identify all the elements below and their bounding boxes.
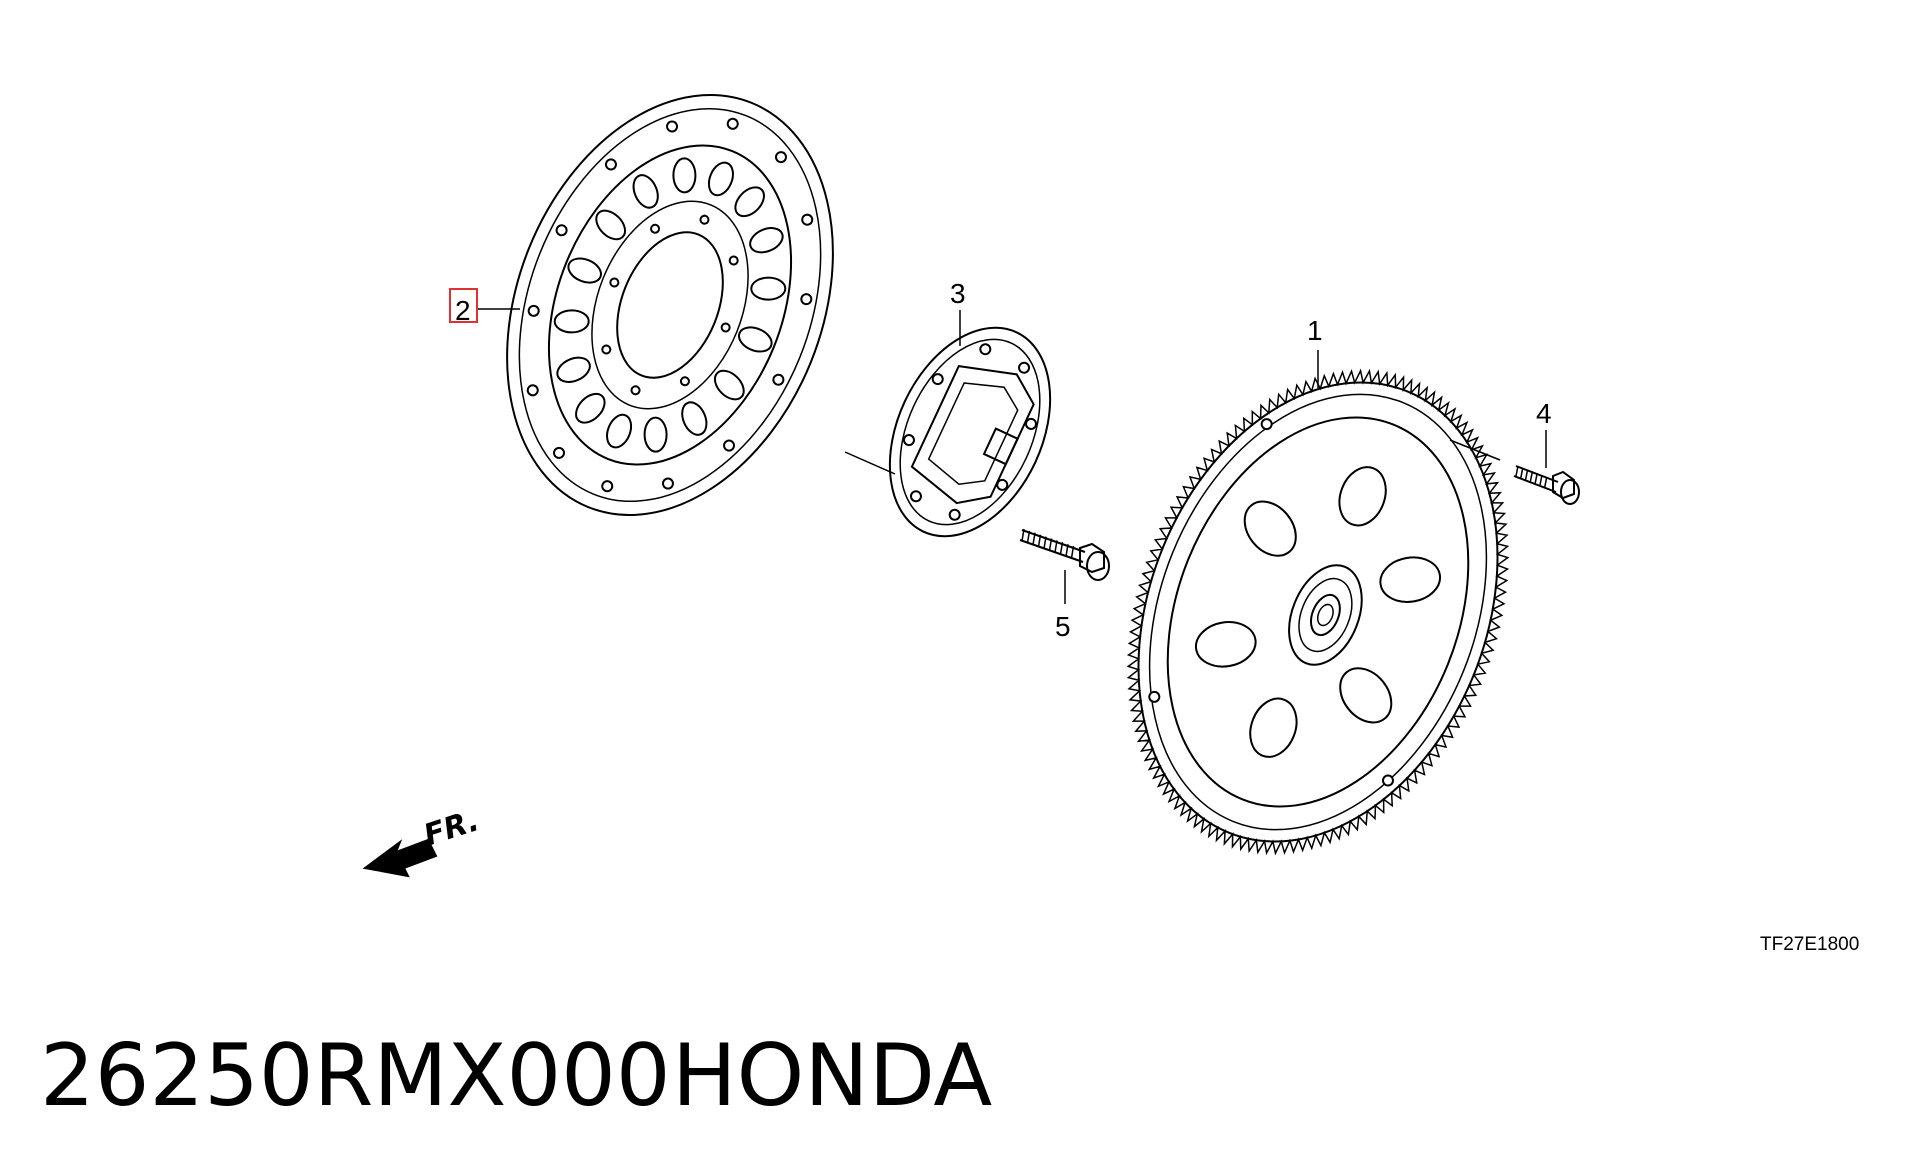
front-arrow-icon: [362, 838, 438, 878]
bolt-part-4[interactable]: [1449, 439, 1580, 505]
plate-hole: [750, 276, 787, 301]
callout-part-1[interactable]: 1: [1307, 315, 1323, 346]
bolt-thread: [1032, 532, 1036, 545]
drawing-code: TF27E1800: [1760, 934, 1859, 955]
plate-rim-hole: [661, 477, 674, 490]
bolt-thread: [1043, 536, 1047, 549]
plate-rim-hole: [774, 151, 787, 164]
plate-rim-hole: [772, 373, 785, 386]
plate-hub-hole: [728, 255, 739, 266]
adapter-hole: [1018, 361, 1031, 374]
plate-hole: [707, 161, 734, 197]
plate-rim-hole: [726, 117, 739, 130]
adapter-hole: [979, 343, 992, 356]
plate-hub-hole: [720, 322, 731, 333]
plate-hub-hole: [679, 376, 690, 387]
callout-part-3[interactable]: 3: [950, 278, 966, 309]
bolt-thread: [1054, 540, 1058, 553]
adapter-hole: [996, 478, 1009, 491]
bolt-thread: [1026, 530, 1031, 544]
flywheel-window: [1339, 667, 1393, 724]
plate-rim-hole: [666, 120, 679, 133]
bolt-thread: [1065, 544, 1069, 557]
bolt-thread: [1070, 545, 1075, 559]
callout-part-2[interactable]: 2: [455, 295, 471, 326]
flywheel-window: [1243, 500, 1297, 557]
adapter-plate-part-3[interactable]: [858, 302, 1081, 562]
plate-hole: [749, 227, 784, 254]
plate-hub-hole: [609, 277, 620, 288]
plate-rim-hole: [801, 213, 814, 226]
plate-hole: [575, 392, 606, 424]
plate-hub-hole: [650, 223, 661, 234]
plate-hole: [553, 309, 590, 334]
plate-rim-hole: [555, 224, 568, 237]
drive-plate-part-2[interactable]: [447, 46, 892, 564]
plate-hole: [606, 413, 633, 449]
front-direction-indicator: FR.: [362, 803, 484, 878]
plate-hub-hole: [630, 385, 641, 396]
ring-gear-teeth: [1126, 368, 1510, 856]
flywheel-window: [1194, 621, 1257, 668]
bolt-thread: [1539, 474, 1543, 486]
plate-hole: [681, 401, 708, 436]
plate-rim-hole: [604, 158, 617, 171]
bolt-thread: [1515, 465, 1519, 477]
bolt-thread: [1037, 534, 1042, 547]
flywheel-window: [1338, 466, 1387, 527]
flywheel-part-1[interactable]: [1059, 314, 1576, 911]
bolt-thread: [1048, 538, 1053, 551]
callout-part-4[interactable]: 4: [1536, 398, 1552, 429]
plate-hole: [734, 186, 765, 218]
bolt-thread: [1520, 467, 1524, 478]
bolt-thread: [1544, 476, 1548, 487]
plate-hole: [632, 174, 659, 209]
plate-hole: [643, 416, 668, 453]
callout-part-5[interactable]: 5: [1055, 611, 1071, 642]
bolt-thread: [1534, 473, 1538, 484]
front-label: FR.: [420, 803, 484, 853]
plate-rim-hole: [527, 304, 540, 317]
bolt-thread: [1524, 469, 1529, 480]
plate-hole: [556, 356, 591, 383]
part-2-highlight-box: [449, 288, 478, 323]
plate-hole: [713, 369, 745, 401]
brand-caption: HONDA: [672, 1026, 992, 1126]
plate-rim-hole: [800, 293, 813, 306]
plate-rim-hole: [553, 446, 566, 459]
plate-rim-hole: [723, 439, 736, 452]
adapter-hole: [902, 434, 915, 447]
plate-rim-hole: [526, 384, 539, 397]
bolt-thread: [1059, 542, 1064, 555]
bolt-part-5[interactable]: [1019, 528, 1110, 581]
plate-hole: [738, 326, 773, 353]
adapter-hole: [948, 508, 961, 521]
plate-hole: [567, 257, 602, 284]
plate-hub-hole: [699, 214, 710, 225]
plate-rim-hole: [601, 480, 614, 493]
bolt-thread: [1021, 528, 1025, 542]
flywheel-window: [1249, 697, 1298, 758]
bolt-thread: [1529, 471, 1534, 482]
adapter-hole: [1025, 417, 1038, 430]
plate-hole: [595, 209, 627, 241]
part-number-caption: 26250RMX000: [40, 1026, 671, 1126]
adapter-hole: [909, 490, 922, 503]
flywheel-window: [1379, 556, 1442, 603]
adapter-hole: [931, 373, 944, 386]
plate-hole: [672, 157, 697, 194]
plate-hub-hole: [601, 344, 612, 355]
